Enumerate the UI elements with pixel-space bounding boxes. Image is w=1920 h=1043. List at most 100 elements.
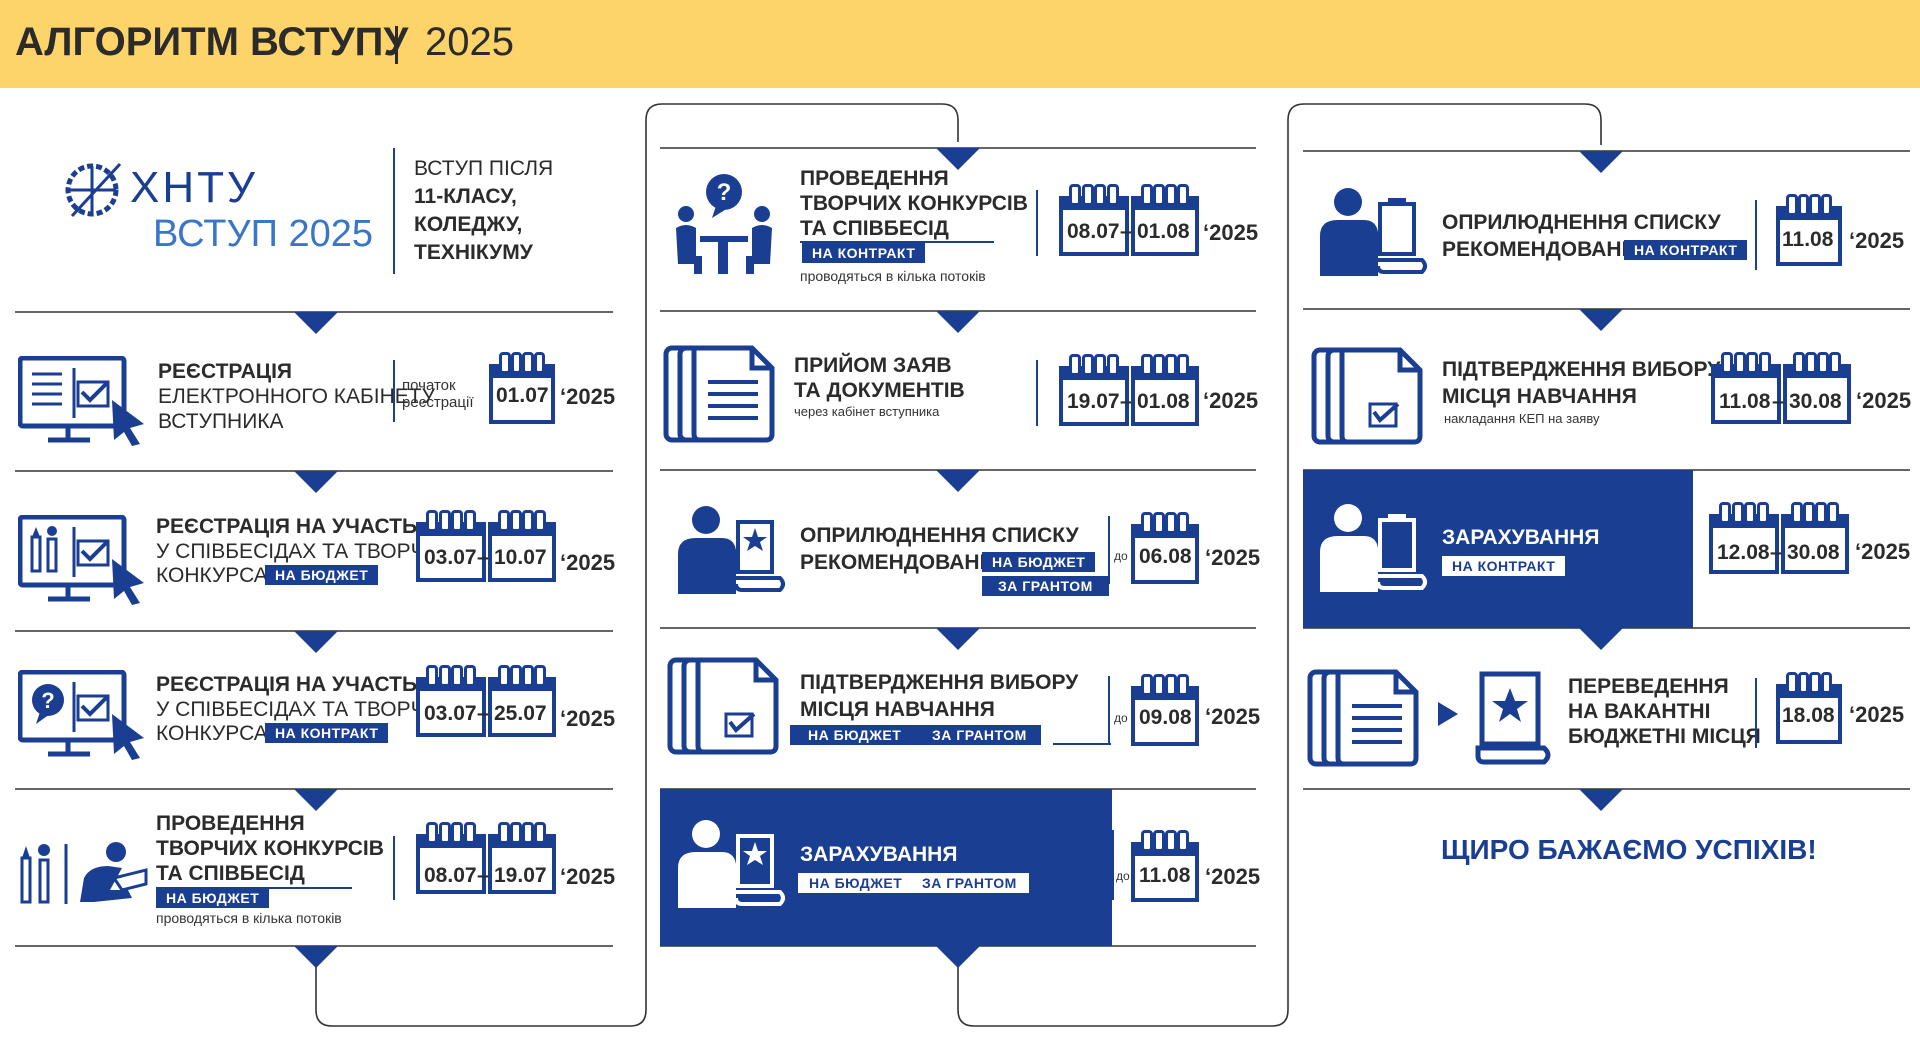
c3s3-dash: –	[1770, 541, 1782, 564]
c2s3-tag1: НА БЮДЖЕТ	[982, 552, 1096, 572]
header-divider	[395, 26, 398, 64]
c2s1-date2: 01.08	[1137, 220, 1190, 243]
c3s1-date: 11.08	[1782, 228, 1834, 251]
c2s5-date: 11.08	[1139, 864, 1191, 887]
page-title: АЛГОРИТМ ВСТУПУ	[15, 20, 409, 64]
c2s4-divider	[1108, 676, 1110, 744]
c1s3-tag: НА КОНТРАКТ	[265, 723, 389, 743]
calendar-icon	[1781, 502, 1849, 574]
c3s3-tag: НА КОНТРАКТ	[1442, 556, 1566, 576]
final-message: ЩИРО БАЖАЄМО УСПІХІВ!	[1441, 834, 1817, 865]
c2s1-divider	[1036, 190, 1038, 256]
calendar-icon	[1783, 352, 1851, 424]
c1s4-title2: ТВОРЧИХ КОНКУРСІВ	[156, 837, 384, 860]
c2s3-title1: ОПРИЛЮДНЕННЯ СПИСКУ	[800, 524, 1079, 547]
c2s3-do: до	[1114, 549, 1128, 563]
c1s4-dash: –	[477, 864, 489, 887]
budget-tag: НА БЮДЖЕТ	[265, 565, 379, 585]
c1s2-date1: 03.07	[424, 546, 477, 569]
budget-tag: НА БЮДЖЕТ	[982, 552, 1096, 572]
grant-tag: ЗА ГРАНТОМ	[918, 725, 1041, 745]
documents-check-icon	[1311, 347, 1423, 445]
calendar-icon	[1059, 354, 1129, 426]
budget-tag: НА БЮДЖЕТ	[156, 888, 270, 908]
logo-name: ХНТУ	[130, 163, 258, 212]
c1s2-title2: У СПІВБЕСІДАХ ТА ТВОРЧИХ	[156, 540, 454, 563]
c3s2-date2: 30.08	[1789, 390, 1842, 413]
certificate-icon	[1475, 671, 1551, 765]
c1s1-divider	[393, 360, 395, 422]
calendar-icon	[416, 665, 486, 737]
intro-line2: 11-КЛАСУ,	[414, 185, 517, 208]
c2s2-dash: –	[1120, 390, 1132, 413]
budget-tag: НА БЮДЖЕТ	[798, 873, 914, 893]
c2s5-title1: ЗАРАХУВАННЯ	[800, 843, 958, 866]
c2s1-tag: НА КОНТРАКТ	[802, 243, 926, 263]
c1s4-year: ‘2025	[560, 864, 616, 889]
calendar-icon	[1131, 512, 1199, 584]
calendar-icon	[1709, 502, 1779, 574]
page-header: АЛГОРИТМ ВСТУПУ 2025	[0, 0, 1920, 88]
c2s3-year: ‘2025	[1205, 545, 1261, 570]
calendar-icon	[416, 510, 486, 582]
c1s3-dash: –	[477, 702, 489, 725]
c2s3-title2: РЕКОМЕНДОВАНИХ	[800, 551, 1009, 574]
c1s2-year: ‘2025	[560, 550, 616, 575]
calendar-icon	[1711, 352, 1781, 424]
contract-tag: НА КОНТРАКТ	[1442, 556, 1566, 576]
c2s2-date1: 19.07	[1067, 390, 1120, 413]
c2s1-note: проводяться в кілька потоків	[800, 268, 986, 284]
c3s1-year: ‘2025	[1849, 228, 1905, 253]
c2s4-year: ‘2025	[1205, 704, 1261, 729]
c2s1-title2: ТВОРЧИХ КОНКУРСІВ	[800, 192, 1028, 215]
c1s3-title3: КОНКУРСАХ	[156, 722, 282, 745]
c2s2-note: через кабінет вступника	[794, 404, 940, 419]
c1s4-date1: 08.07	[424, 864, 477, 887]
c1s1-title3: ВСТУПНИКА	[158, 410, 284, 433]
calendar-icon	[1776, 672, 1842, 744]
c1s1-note2: реєстрації	[402, 394, 474, 411]
c2s3-date: 06.08	[1139, 545, 1192, 568]
monitor-pencil-icon	[18, 515, 144, 605]
c1s1-year: ‘2025	[560, 384, 616, 409]
documents-icon	[1307, 669, 1419, 767]
meeting-question-icon: ?	[676, 174, 772, 274]
c1s4-title1: ПРОВЕДЕННЯ	[156, 812, 305, 835]
c2s1-underline	[800, 241, 994, 243]
c3s2-year: ‘2025	[1856, 388, 1912, 413]
intro-line1: ВСТУП ПІСЛЯ	[414, 157, 554, 180]
calendar-icon	[1131, 830, 1199, 902]
c2s5-do: до	[1116, 869, 1130, 883]
c1s2-date2: 10.07	[494, 546, 547, 569]
c3s2-note: накладання КЕП на заяву	[1444, 411, 1600, 426]
c2s2-title1: ПРИЙОМ ЗАЯВ	[794, 354, 952, 377]
c3s3-year: ‘2025	[1855, 539, 1911, 564]
monitor-question-icon: ?	[18, 670, 144, 760]
c2s5-tag2: ЗА ГРАНТОМ	[910, 873, 1029, 893]
contract-tag: НА КОНТРАКТ	[1624, 240, 1748, 260]
logo	[62, 160, 122, 225]
c3s4-year: ‘2025	[1849, 702, 1905, 727]
c2s5-divider	[1112, 830, 1114, 900]
c1s2-title3: КОНКУРСАХ	[156, 564, 282, 587]
logo-subtitle: ВСТУП 2025	[153, 213, 374, 255]
calendar-icon	[1131, 674, 1199, 746]
person-drawing-icon	[20, 842, 148, 904]
c3s3-date1: 12.08	[1717, 541, 1770, 564]
calendar-icon	[1131, 354, 1199, 426]
c1s4-title3: ТА СПІВБЕСІД	[156, 862, 305, 885]
svg-text:?: ?	[717, 179, 732, 206]
c1s4-note: проводяться в кілька потоків	[156, 910, 342, 926]
contract-tag: НА КОНТРАКТ	[802, 243, 926, 263]
calendar-icon	[488, 665, 556, 737]
grant-tag: ЗА ГРАНТОМ	[910, 873, 1029, 893]
documents-check-icon	[667, 657, 779, 755]
calendar-icon	[488, 510, 556, 582]
c2s4-date: 09.08	[1139, 706, 1192, 729]
c2s2-date2: 01.08	[1137, 390, 1190, 413]
c3s3-title1: ЗАРАХУВАННЯ	[1442, 526, 1600, 549]
globe-icon	[65, 162, 122, 218]
c1s3-date2: 25.07	[494, 702, 547, 725]
calendar-icon	[1059, 184, 1129, 256]
c2s4-underline	[1053, 743, 1111, 745]
